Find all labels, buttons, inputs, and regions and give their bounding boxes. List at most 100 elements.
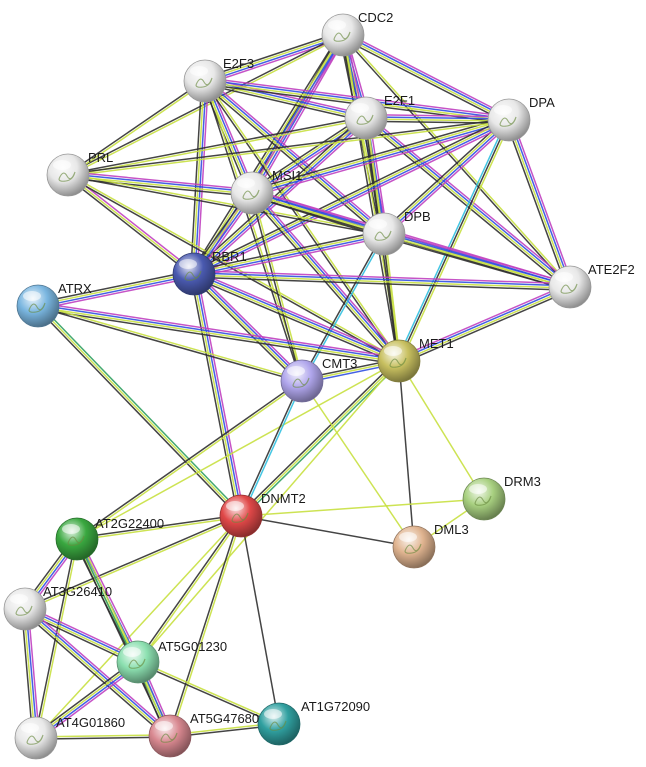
edge-strand-yellow — [68, 173, 385, 234]
edge-strand-black — [76, 514, 241, 539]
node-dpa[interactable]: DPA — [487, 95, 555, 142]
node-highlight — [555, 272, 573, 282]
node-label-e2f3: E2F3 — [223, 56, 254, 71]
node-dml3[interactable]: DML3 — [392, 522, 469, 569]
edge-strand-yellow — [193, 118, 509, 274]
node-atrx[interactable]: ATRX — [16, 281, 92, 328]
node-msi1[interactable]: MSI1 — [230, 168, 302, 215]
edge-strand-yellow — [240, 498, 485, 517]
edge-strand-black — [37, 270, 194, 304]
edge-strand-magenta — [344, 31, 511, 118]
node-ball-dpb[interactable] — [362, 212, 406, 256]
node-highlight — [328, 20, 346, 30]
edge-strand-black — [37, 308, 399, 366]
edge-strand-yellow — [250, 116, 366, 193]
node-ball-dnmt2[interactable] — [219, 494, 263, 538]
edge-cdc2-dpa — [341, 31, 511, 124]
edge-strand-yellow — [37, 305, 242, 517]
edge-strand-magenta — [205, 76, 510, 118]
edge-strand-yellow — [193, 274, 570, 289]
node-met1[interactable]: MET1 — [377, 336, 454, 383]
node-ball-at5g47680[interactable] — [148, 714, 192, 758]
node-ball-e2f1[interactable] — [344, 96, 388, 140]
edge-dpa-ate2f2 — [505, 118, 574, 289]
node-ball-rbr1[interactable] — [172, 252, 216, 296]
node-dpb[interactable]: DPB — [362, 209, 431, 256]
edge-strand-cyan — [241, 381, 304, 517]
edge-strand-black — [37, 306, 302, 383]
node-ball-at1g72090[interactable] — [257, 702, 301, 746]
edge-strand-black — [250, 193, 302, 382]
node-ball-e2f3[interactable] — [183, 59, 227, 103]
edge-strand-magenta — [195, 122, 511, 278]
node-ball-atrx[interactable] — [16, 284, 60, 328]
edge-strand-yellow — [68, 118, 367, 177]
node-label-prl: PRL — [88, 150, 113, 165]
node-label-ate2f2: ATE2F2 — [588, 262, 635, 277]
node-ball-dpa[interactable] — [487, 98, 531, 142]
edge-e2f1-prl — [67, 116, 367, 177]
node-label-msi1: MSI1 — [272, 168, 302, 183]
edge-rbr1-atrx — [37, 270, 195, 310]
protein-structure-icon — [474, 495, 492, 506]
node-ball-at4g01860[interactable] — [14, 716, 58, 760]
node-e2f3[interactable]: E2F3 — [183, 56, 254, 103]
node-ball-cmt3[interactable] — [280, 359, 324, 403]
node-ball-at3g26410[interactable] — [3, 587, 47, 631]
node-ball-dml3[interactable] — [392, 525, 436, 569]
node-ball-at2g22400[interactable] — [55, 517, 99, 561]
node-ball-met1[interactable] — [377, 339, 421, 383]
edge-met1-ate2f2 — [397, 283, 572, 365]
edge-strand-yellow — [138, 516, 243, 664]
node-ball-at5g01230[interactable] — [116, 640, 160, 684]
edge-strand-black — [250, 116, 509, 191]
node-e2f1[interactable]: E2F1 — [344, 93, 415, 140]
edge-strand-yellow — [25, 516, 242, 611]
edge-rbr1-cmt3 — [191, 271, 305, 384]
node-highlight — [351, 103, 369, 113]
node-dnmt2[interactable]: DNMT2 — [219, 491, 306, 538]
edge-strand-black — [202, 82, 383, 238]
edge-dnmt2-dml3 — [240, 515, 415, 548]
edge-strand-black — [168, 515, 241, 736]
node-rbr1[interactable]: RBR1 — [172, 249, 247, 296]
edge-strand-yellow — [301, 380, 415, 548]
node-cdc2[interactable]: CDC2 — [321, 10, 393, 57]
node-highlight — [384, 346, 402, 356]
edge-strand-magenta — [38, 301, 400, 359]
edge-met1-dnmt2 — [238, 358, 402, 519]
node-at5g01230[interactable]: AT5G01230 — [116, 639, 227, 684]
edge-strand-yellow — [138, 660, 280, 724]
edge-strand-blue — [25, 607, 172, 736]
node-at4g01860[interactable]: AT4G01860 — [14, 715, 125, 760]
protein-structure-icon — [560, 283, 578, 294]
protein-structure-icon — [269, 720, 287, 731]
node-at1g72090[interactable]: AT1G72090 — [257, 699, 370, 746]
edge-strand-yellow — [240, 360, 400, 517]
edge-strand-black — [136, 514, 241, 662]
node-ball-ate2f2[interactable] — [548, 265, 592, 309]
edge-strand-yellow — [192, 34, 343, 274]
edge-strand-black — [190, 32, 341, 273]
node-at2g22400[interactable]: AT2G22400 — [55, 516, 164, 561]
node-cmt3[interactable]: CMT3 — [280, 356, 357, 403]
edge-strand-magenta — [194, 236, 385, 278]
node-prl[interactable]: PRL — [46, 150, 113, 197]
edge-strand-black — [341, 37, 508, 124]
edge-strand-black — [36, 736, 171, 740]
edge-strand-black — [203, 81, 399, 363]
node-highlight — [21, 723, 39, 733]
node-at3g26410[interactable]: AT3G26410 — [3, 584, 112, 631]
edge-strand-blue — [205, 79, 386, 234]
node-ball-msi1[interactable] — [230, 171, 274, 215]
edge-strand-black — [341, 35, 399, 362]
edge-strand-cyan — [302, 234, 386, 382]
edge-strand-black — [24, 514, 241, 609]
node-ball-drm3[interactable] — [462, 477, 506, 521]
node-drm3[interactable]: DRM3 — [462, 474, 541, 521]
edge-strand-yellow — [23, 609, 170, 738]
node-ate2f2[interactable]: ATE2F2 — [548, 262, 635, 309]
node-ball-prl[interactable] — [46, 153, 90, 197]
node-at5g47680[interactable]: AT5G47680 — [148, 711, 259, 758]
edge-strand-yellow — [365, 118, 509, 122]
